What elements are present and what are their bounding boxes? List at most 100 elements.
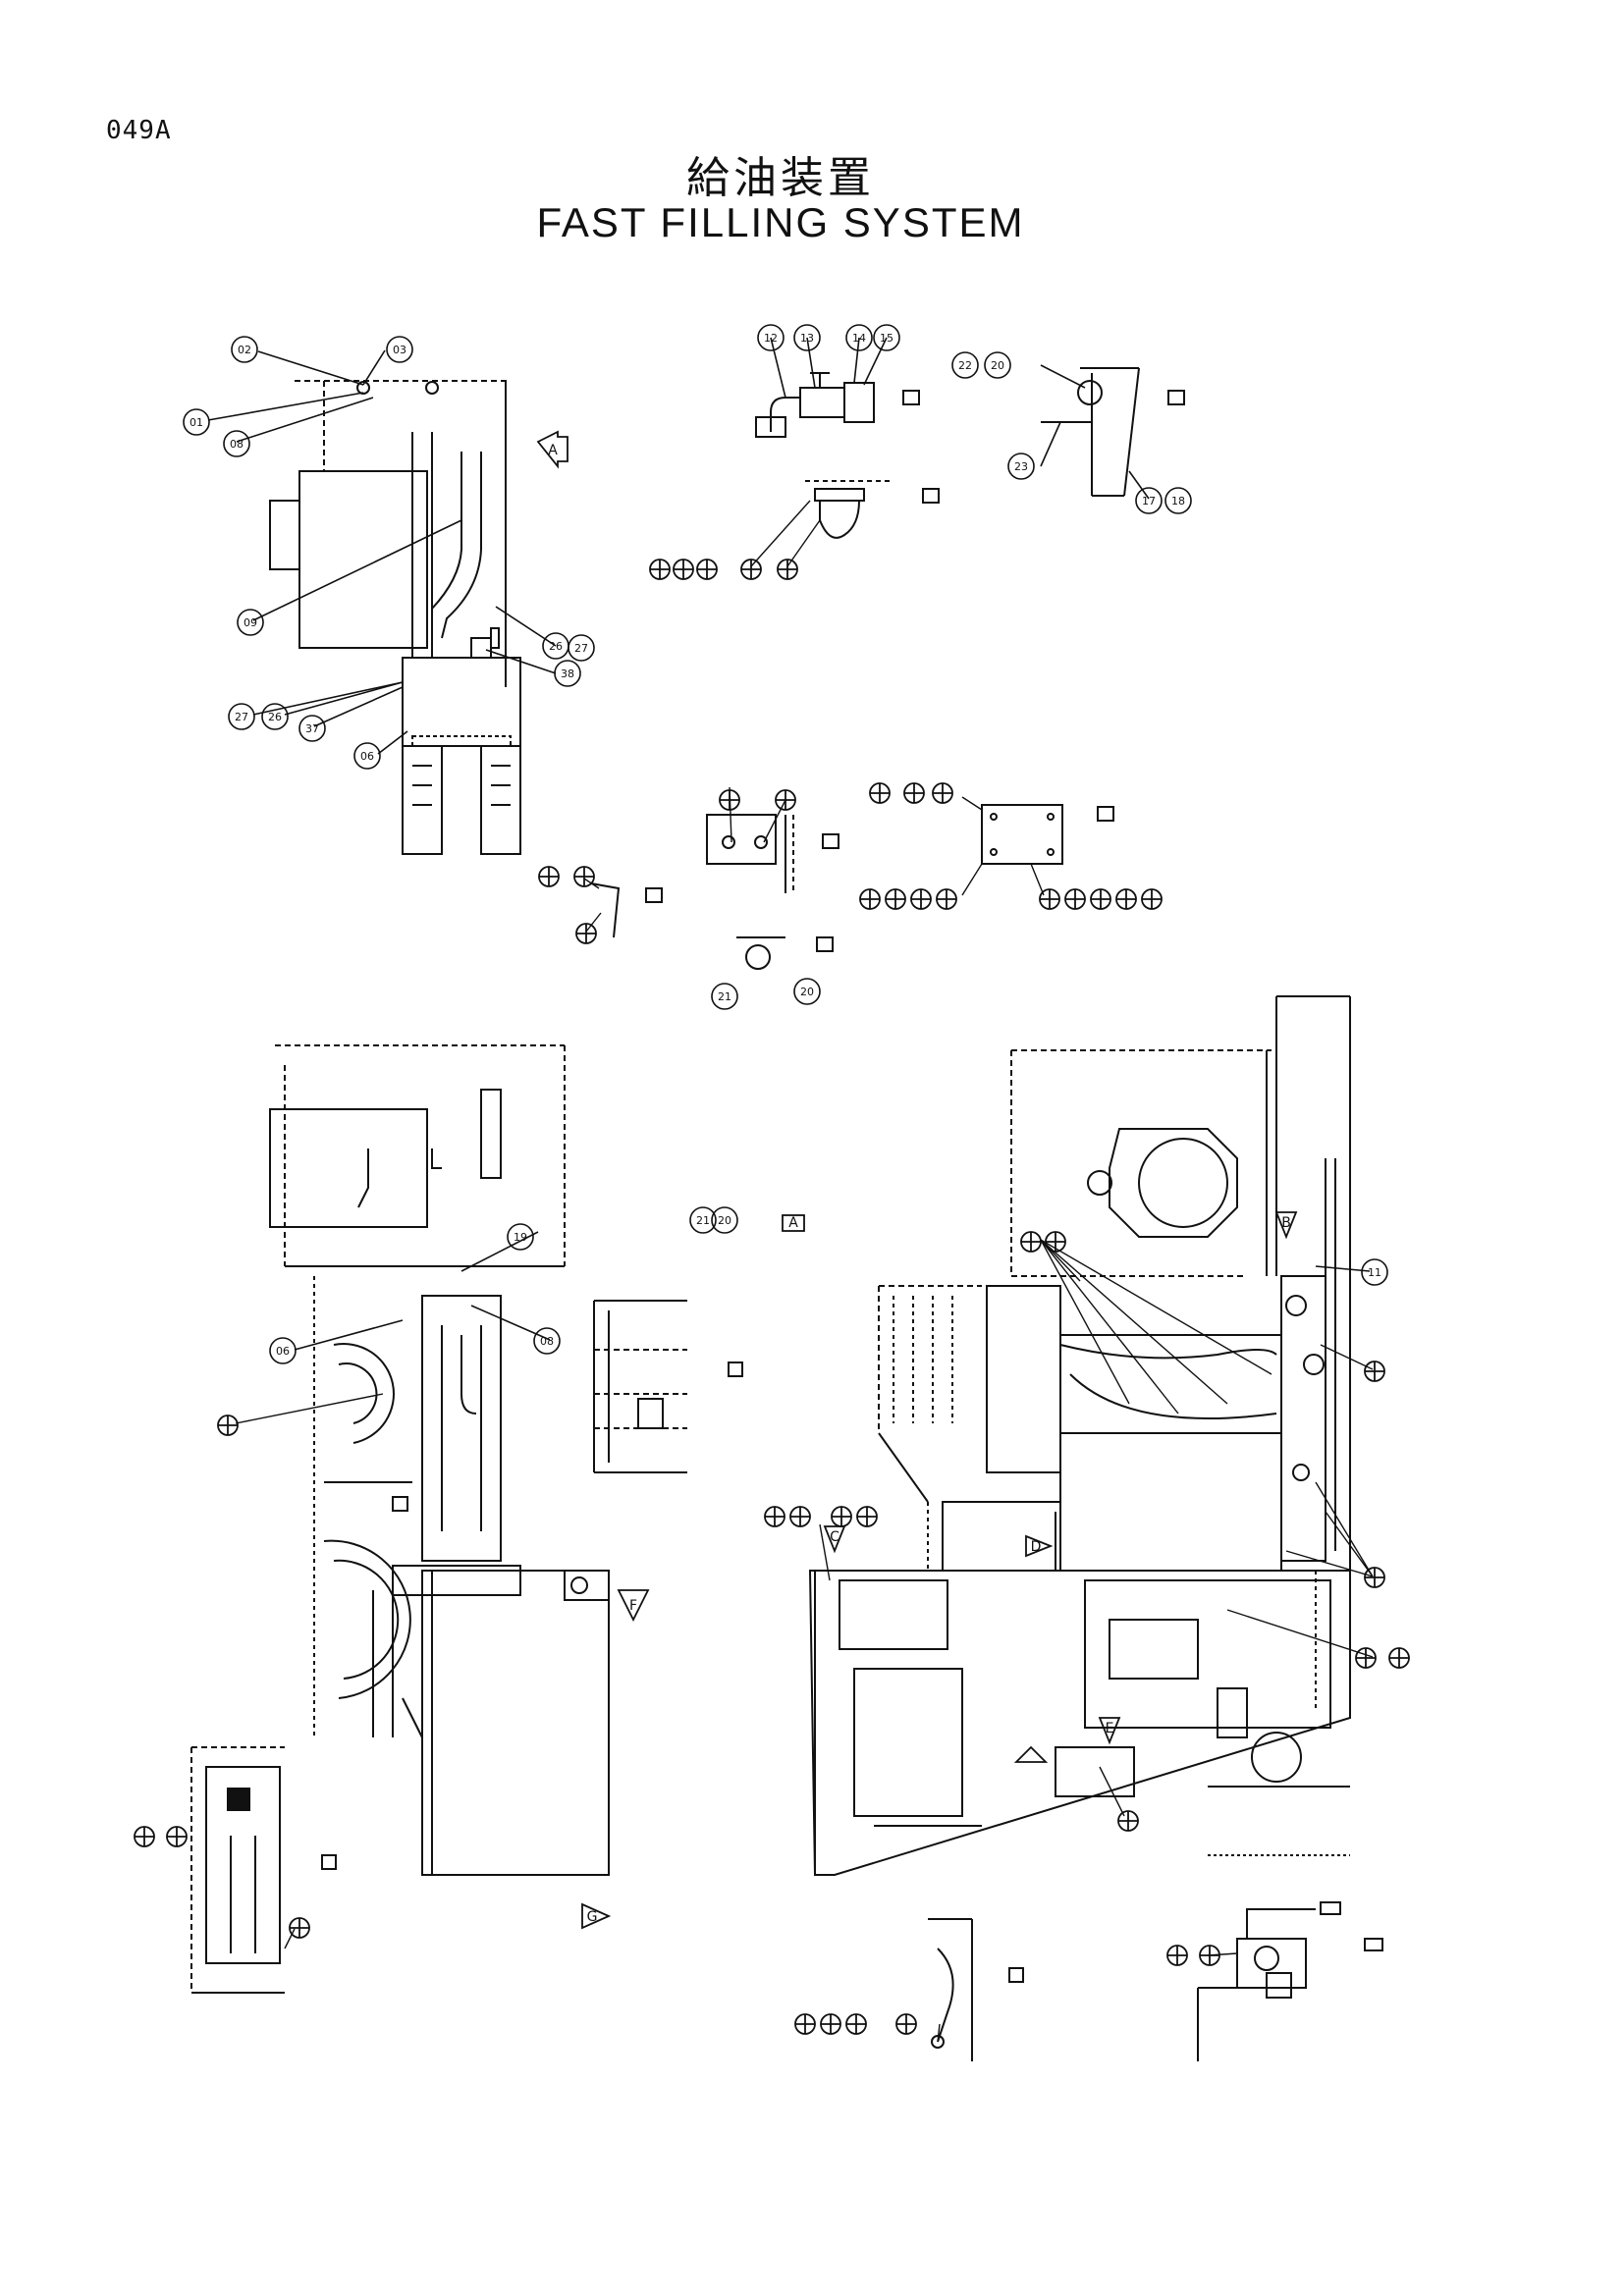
ref-symbol: [910, 888, 932, 910]
callout-label: 21: [718, 990, 731, 1003]
callout-labels: 02 03 01 08 09 26 27 38 27 26 37 06 12 1…: [189, 332, 1381, 1358]
callout-label: 01: [189, 416, 203, 429]
callout-label: 06: [276, 1345, 290, 1358]
callout-label: 12: [764, 332, 778, 345]
page-number: 049A: [106, 116, 172, 145]
ref-symbol: [845, 2013, 867, 2035]
callout-label: 02: [238, 344, 251, 356]
valve-assembly: [755, 372, 940, 539]
ref-symbol: [794, 2013, 816, 2035]
ref-symbol: [538, 866, 560, 887]
ref-symbol: [1388, 1647, 1410, 1669]
view-marker-label: F: [629, 1598, 637, 1614]
callout-label: 26: [268, 711, 282, 723]
ref-symbol: [649, 559, 671, 580]
callout-label: 18: [1171, 495, 1185, 507]
reference-symbols: [134, 559, 1410, 2035]
callout-label: 20: [991, 359, 1004, 372]
ref-symbol: [789, 1506, 811, 1527]
ref-symbol: [831, 1506, 852, 1527]
panel-lower-left: [190, 1746, 337, 1994]
ref-symbol: [1045, 1231, 1066, 1253]
ref-symbol: [1090, 888, 1111, 910]
ref-symbol: [289, 1917, 310, 1939]
lower-left-assembly: [269, 1044, 610, 1876]
upper-left-assembly: [269, 380, 521, 855]
right-main-assembly: [808, 995, 1351, 1876]
callout-label: 17: [1142, 495, 1156, 507]
ref-symbol: [719, 789, 740, 811]
view-arrows: [536, 430, 1298, 1930]
bottom-right-detail: [1197, 1901, 1383, 2061]
view-marker-label: G: [587, 1909, 598, 1925]
callout-label: 06: [360, 750, 374, 763]
callout-label: 27: [574, 642, 588, 655]
callout-label: 08: [230, 438, 244, 451]
view-marker-label: A: [548, 443, 558, 458]
callout-label: 03: [393, 344, 406, 356]
detail-blocks: [590, 804, 1114, 970]
leader-lines: [207, 337, 1371, 1351]
ref-symbol: [1115, 888, 1137, 910]
ref-symbol: [166, 1826, 188, 1847]
view-marker-label: B: [1281, 1215, 1291, 1231]
callout-label: 19: [514, 1231, 527, 1244]
ref-symbol: [1020, 1231, 1042, 1253]
view-marker-label: A: [788, 1215, 798, 1231]
ref-symbol: [869, 782, 891, 804]
callout-balloons: [183, 324, 1388, 1364]
callout-label: 11: [1368, 1266, 1381, 1279]
view-marker-label: E: [1106, 1721, 1114, 1736]
ref-symbol: [764, 1506, 785, 1527]
ref-symbol: [903, 782, 925, 804]
ref-symbol: [217, 1415, 239, 1436]
view-marker-labels: A B C D E F G A: [548, 443, 1291, 1925]
ref-symbol: [575, 923, 597, 944]
ref-symbol: [775, 789, 796, 811]
view-marker-label: D: [1031, 1539, 1042, 1555]
ref-symbol: [1199, 1945, 1220, 1966]
callout-label: 13: [800, 332, 814, 345]
callout-label: 14: [852, 332, 866, 345]
ref-symbol: [1166, 1945, 1188, 1966]
callout-label: 26: [549, 640, 563, 653]
ref-symbol: [885, 888, 906, 910]
callout-label: 09: [244, 616, 257, 629]
ref-symbol: [573, 866, 595, 887]
callout-label: 23: [1014, 460, 1028, 473]
ref-symbol: [777, 559, 798, 580]
ref-symbol: [859, 888, 881, 910]
ref-symbol: [1064, 888, 1086, 910]
callout-label: 27: [235, 711, 248, 723]
ref-symbol: [1117, 1810, 1139, 1832]
callout-label: 15: [880, 332, 893, 345]
callout-label: 38: [561, 667, 574, 680]
callout-label: 20: [718, 1214, 731, 1227]
ref-symbol: [1039, 888, 1060, 910]
ref-symbol: [895, 2013, 917, 2035]
ref-symbol: [820, 2013, 841, 2035]
callout-label: 08: [540, 1335, 554, 1348]
title-japanese: 給油装置: [686, 153, 875, 203]
panel-view-b: [593, 1300, 743, 1473]
ref-symbol: [856, 1506, 878, 1527]
callout-label: 21: [696, 1214, 710, 1227]
ref-symbol: [1141, 888, 1163, 910]
ref-symbol: [740, 559, 762, 580]
bottom-centre-detail: [928, 1918, 1024, 2061]
title-english: FAST FILLING SYSTEM: [536, 199, 1025, 245]
view-marker-label: C: [830, 1529, 839, 1545]
callout-label: 37: [305, 722, 319, 735]
ref-symbol: [134, 1826, 155, 1847]
bracket-assembly: [1041, 367, 1185, 497]
callout-label: 22: [958, 359, 972, 372]
ref-symbol: [1355, 1647, 1377, 1669]
balloon-leaders: [235, 500, 1374, 2043]
ref-symbol: [936, 888, 957, 910]
ref-symbol: [1364, 1361, 1385, 1382]
ref-symbol: [673, 559, 694, 580]
ref-symbol: [932, 782, 953, 804]
callout-label: 20: [800, 986, 814, 998]
ref-symbol: [1364, 1567, 1385, 1588]
